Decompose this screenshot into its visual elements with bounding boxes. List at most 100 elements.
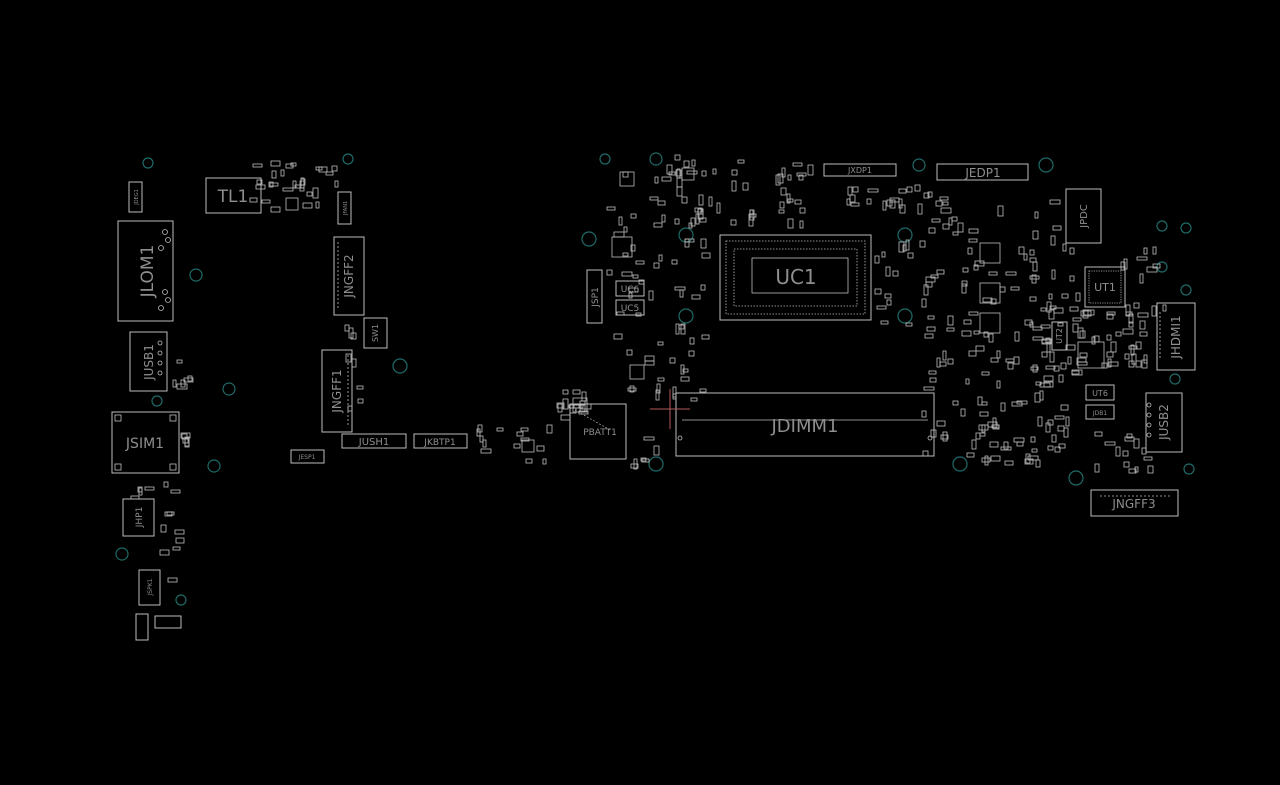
component-connector[interactable]	[135, 613, 149, 641]
component-jkbtp1[interactable]	[413, 433, 468, 449]
component-pbatt1[interactable]	[569, 403, 627, 460]
component-jngff2[interactable]	[333, 236, 365, 316]
passive-component	[979, 411, 989, 417]
component-jsim1[interactable]	[111, 411, 180, 474]
passive-component	[690, 397, 698, 402]
passive-component	[1141, 447, 1147, 455]
component-jusb1[interactable]	[129, 331, 168, 392]
label-jush1: JUSH1	[358, 437, 390, 448]
label-jngff1: JNGFF1	[330, 369, 344, 413]
passive-component	[661, 176, 672, 182]
jsim1-pad	[169, 414, 177, 422]
passive-component	[1143, 247, 1148, 255]
component-jlom1[interactable]	[117, 220, 174, 322]
passive-component	[299, 180, 305, 192]
passive-component	[799, 207, 806, 214]
component-jdb1[interactable]	[1085, 404, 1115, 420]
passive-component	[482, 439, 487, 448]
component-jhdmi1[interactable]	[1156, 302, 1196, 371]
ic-component	[572, 397, 588, 413]
label-uc5: UC5	[621, 304, 640, 314]
ic-component	[979, 282, 1001, 304]
mounting-hole	[142, 157, 154, 169]
passive-component	[965, 378, 970, 385]
component-jesp1[interactable]	[290, 449, 325, 464]
passive-component	[1123, 461, 1130, 468]
passive-component	[926, 326, 936, 332]
passive-component	[968, 311, 979, 316]
passive-component	[1013, 356, 1020, 365]
label-jngff2: JNGFF2	[342, 254, 356, 298]
passive-component	[781, 167, 786, 178]
passive-component	[1152, 263, 1161, 269]
small-parts	[130, 154, 1167, 583]
passive-component	[1065, 344, 1076, 351]
passive-component	[1030, 436, 1036, 443]
passive-component	[252, 163, 263, 168]
passive-component	[675, 169, 682, 177]
component-jedp1[interactable]	[936, 163, 1029, 181]
component-jspk1[interactable]	[138, 569, 161, 606]
passive-component	[172, 379, 177, 388]
passive-component	[882, 200, 887, 211]
passive-component	[694, 207, 703, 213]
passive-component	[996, 380, 1001, 389]
passive-component	[626, 349, 633, 356]
passive-component	[546, 424, 553, 434]
component-uc6[interactable]	[615, 280, 645, 297]
passive-component	[269, 182, 279, 187]
mounting-hole	[189, 268, 203, 282]
component-uc1[interactable]	[719, 234, 872, 321]
passive-component	[1013, 437, 1025, 443]
component-jngff3[interactable]	[1090, 489, 1179, 517]
passive-component	[874, 255, 880, 264]
passive-component	[948, 217, 953, 226]
passive-component	[1057, 425, 1065, 432]
component-tl1[interactable]	[205, 177, 262, 214]
passive-component	[701, 334, 710, 340]
jlom1-pin	[162, 229, 168, 235]
component-uc5[interactable]	[615, 299, 645, 316]
passive-component	[644, 355, 655, 362]
passive-component	[648, 290, 654, 301]
passive-component	[778, 209, 785, 214]
component-jpdc1[interactable]	[1065, 188, 1102, 244]
passive-component	[334, 180, 339, 188]
passive-component	[658, 254, 663, 262]
component-jngff1[interactable]	[321, 349, 353, 433]
component-jdimm1[interactable]	[675, 392, 935, 457]
component-sw1[interactable]	[363, 317, 388, 349]
component-jusb2[interactable]	[1145, 392, 1183, 453]
passive-component	[688, 350, 695, 357]
passive-component	[657, 377, 665, 382]
jusb1-pin	[157, 370, 163, 376]
passive-component	[562, 389, 569, 395]
component-jdeg1[interactable]	[128, 181, 143, 213]
passive-component	[1152, 246, 1157, 255]
jusb2-pin	[1146, 412, 1152, 418]
component-ut1[interactable]	[1084, 266, 1126, 308]
passive-component	[924, 333, 934, 339]
component-connector[interactable]	[154, 615, 182, 629]
passive-component	[787, 198, 794, 203]
passive-component	[1000, 402, 1006, 412]
passive-component	[1054, 446, 1061, 453]
passive-component	[345, 353, 352, 363]
component-jxdp1[interactable]	[823, 163, 897, 177]
passive-component	[936, 420, 946, 427]
component-jfan1[interactable]	[337, 191, 352, 225]
passive-component	[641, 458, 650, 463]
jsim1-pad	[114, 463, 122, 471]
component-jush1[interactable]	[341, 433, 407, 449]
passive-component	[1122, 328, 1134, 335]
component-ut6[interactable]	[1085, 384, 1115, 401]
passive-component	[988, 271, 998, 276]
component-ut2[interactable]	[1051, 321, 1068, 351]
component-jsp1[interactable]	[586, 269, 603, 324]
passive-component	[525, 458, 533, 464]
passive-component	[921, 410, 927, 418]
passive-component	[990, 357, 999, 363]
passive-component	[1135, 341, 1142, 350]
passive-component	[657, 200, 666, 206]
